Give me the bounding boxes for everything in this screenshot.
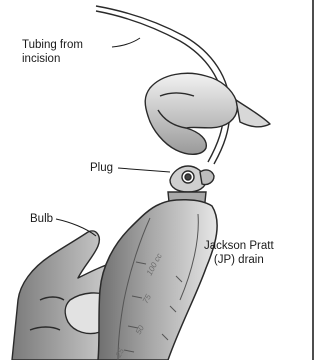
label-drain-line1: Jackson Pratt xyxy=(204,239,274,253)
label-bulb: Bulb xyxy=(30,212,53,226)
label-drain-line2: (JP) drain xyxy=(204,253,274,267)
label-jackson-pratt-drain: Jackson Pratt (JP) drain xyxy=(204,239,274,267)
label-tubing-line2: incision xyxy=(22,52,83,66)
label-plug: Plug xyxy=(90,161,113,175)
leader-lines xyxy=(56,38,170,236)
label-tubing-line1: Tubing from xyxy=(22,38,83,52)
bulb-body xyxy=(98,200,217,360)
upper-hand xyxy=(145,73,270,154)
tubing-leader xyxy=(112,38,140,47)
label-tubing-from-incision: Tubing from incision xyxy=(22,38,83,66)
plug-leader xyxy=(118,168,170,172)
